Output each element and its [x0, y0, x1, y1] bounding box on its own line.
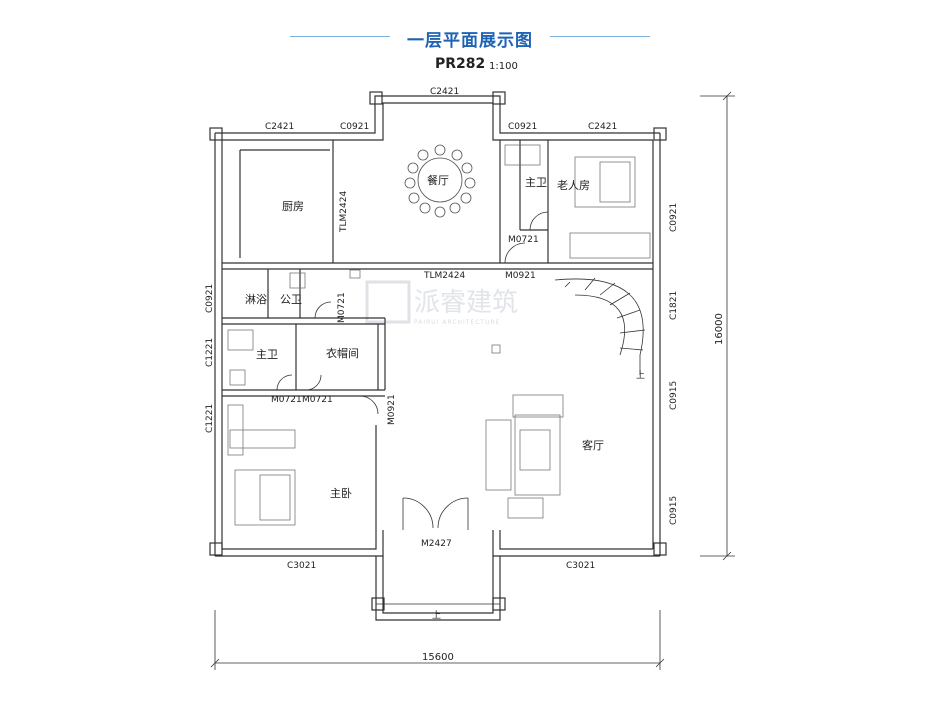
- doors: [276, 211, 549, 530]
- stair-up-label: 上: [636, 370, 645, 381]
- opening-labels: C2421 C2421 C0921 C0921 C2421 C0921 C092…: [205, 87, 679, 571]
- window-c0921-left: C0921: [205, 284, 215, 313]
- window-c0921-right: C0921: [669, 203, 679, 232]
- door-tlm2424-v: TLM2424: [339, 191, 349, 233]
- window-c1821: C1821: [669, 291, 679, 320]
- dimension-width: 15600: [422, 652, 454, 663]
- room-public-bath: 公卫: [280, 293, 302, 306]
- scale-label: 1:100: [489, 61, 518, 72]
- door-m2427: M2427: [421, 539, 452, 549]
- page-title: 一层平面展示图: [407, 31, 533, 51]
- window-c3021-left: C3021: [287, 561, 316, 571]
- window-c0915-b: C0915: [669, 496, 679, 525]
- room-shower: 淋浴: [245, 293, 267, 306]
- room-kitchen: 厨房: [282, 200, 304, 213]
- watermark-sub: PAIRUI ARCHITECTURE: [414, 319, 500, 326]
- title-bar: 一层平面展示图: [0, 22, 940, 52]
- window-c0921-top-right: C0921: [508, 122, 537, 132]
- room-labels: 餐厅 厨房 主卫 老人房 淋浴 公卫 主卫 衣帽间 客厅 主卧 上 上: [245, 173, 645, 621]
- door-m0921-a: M0921: [505, 271, 536, 281]
- dimension-lines: [210, 91, 735, 670]
- watermark-brand: 派睿建筑: [414, 288, 518, 318]
- door-m0721-d: M0721: [302, 395, 333, 405]
- window-c1221-left-a: C1221: [205, 338, 215, 367]
- window-c2421-right: C2421: [588, 122, 617, 132]
- dining-table: [404, 144, 476, 218]
- door-m0721-c: M0721: [271, 395, 302, 405]
- door-m0721-a: M0721: [508, 235, 539, 245]
- interior-walls: [222, 140, 653, 397]
- staircase: [554, 277, 646, 375]
- watermark: 派睿建筑 PAIRUI ARCHITECTURE: [365, 280, 518, 326]
- window-c2421-left: C2421: [265, 122, 294, 132]
- window-c3021-right: C3021: [566, 561, 595, 571]
- window-c2421-top: C2421: [430, 87, 459, 97]
- room-master-bath: 主卫: [256, 348, 278, 361]
- room-cloakroom: 衣帽间: [326, 346, 359, 360]
- outer-walls: [209, 91, 667, 621]
- door-m0921-b: M0921: [387, 394, 397, 425]
- door-tlm2424-h: TLM2424: [423, 271, 465, 281]
- window-c1221-left-b: C1221: [205, 404, 215, 433]
- room-living: 客厅: [582, 438, 604, 452]
- window-c0921-top-left: C0921: [340, 122, 369, 132]
- room-master-bath-top: 主卫: [525, 176, 547, 189]
- room-elder: 老人房: [557, 179, 590, 192]
- room-dining: 餐厅: [427, 173, 449, 187]
- room-master-bed: 主卧: [330, 487, 352, 500]
- window-c0915-a: C0915: [669, 381, 679, 410]
- model-number: PR282: [435, 56, 486, 72]
- title-rule-right: [550, 36, 650, 37]
- furniture: [227, 144, 651, 526]
- title-rule-left: [290, 36, 390, 37]
- porch-up-label: 上: [432, 610, 441, 621]
- dimension-height: 16000: [714, 313, 725, 345]
- door-m0721-b: M0721: [337, 292, 347, 323]
